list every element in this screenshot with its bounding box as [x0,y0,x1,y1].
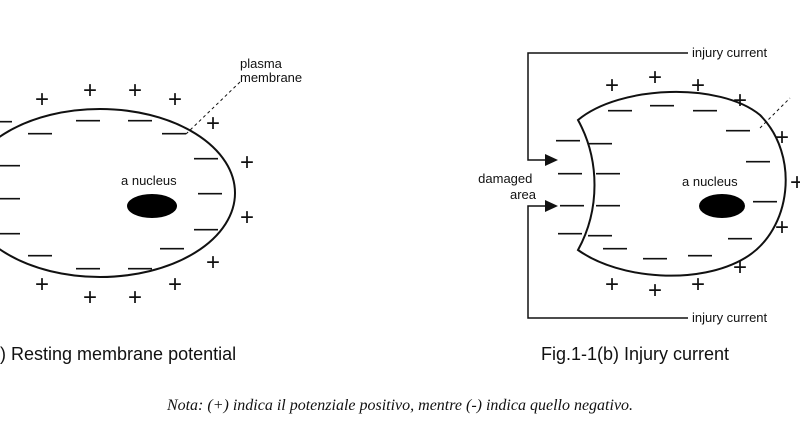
minus-sign: — [128,106,152,133]
minus-sign: — [160,234,184,261]
resting-caption: ) Resting membrane potential [0,344,236,364]
minus-sign: — [588,221,612,248]
plasma-membrane-label: plasma membrane [240,56,302,85]
minus-sign: — [0,107,12,134]
minus-sign: — [560,191,584,218]
plus-sign: + [168,86,182,113]
injury-cell-diagram: a nucleus injury current injury current … [478,45,800,364]
minus-sign: — [128,254,152,281]
minus-sign: — [0,219,20,246]
plus-sign: + [605,271,619,298]
plus-sign: + [35,86,49,113]
minus-sign: — [643,244,667,271]
injury-caption: Fig.1-1(b) Injury current [541,344,729,364]
minus-sign: — [28,119,52,146]
minus-sign: — [608,96,632,123]
minus-sign: — [0,184,20,211]
minus-sign: — [76,106,100,133]
plus-sign: + [128,77,142,104]
minus-sign: — [558,159,582,186]
plus-sign: + [240,204,254,231]
plus-sign: + [733,87,747,114]
minus-sign: — [596,159,620,186]
plus-sign: + [83,77,97,104]
minus-sign: — [753,187,777,214]
arrow-right-icon [545,200,558,212]
plus-sign: + [648,277,662,304]
minus-sign: — [0,151,20,178]
plus-sign: + [605,72,619,99]
footnote: Nota: (+) indica il potenziale positivo,… [0,397,800,415]
plus-sign: + [206,249,220,276]
resting-inner-charges: — — — — — — — — — — — — — — — [0,106,222,281]
injury-current-top-label: injury current [692,45,768,60]
injury-inner-charges: — — — — — — — — — — — — — — — — — — [556,91,777,271]
plus-sign: + [733,254,747,281]
plus-sign: + [206,110,220,137]
minus-sign: — [194,215,218,242]
plus-sign: + [775,214,789,241]
minus-sign: — [588,129,612,156]
resting-nucleus-label: a nucleus [121,173,177,188]
plus-sign: + [691,271,705,298]
injury-current-bottom-label: injury current [692,310,768,325]
minus-sign: — [556,126,580,153]
plus-sign: + [648,64,662,91]
plus-sign: + [168,271,182,298]
minus-sign: — [688,241,712,268]
minus-sign: — [693,96,717,123]
arrow-right-icon [545,154,558,166]
minus-sign: — [596,191,620,218]
plus-sign: + [775,124,789,151]
minus-sign: — [650,91,674,118]
minus-sign: — [162,119,186,146]
plus-sign: + [240,149,254,176]
plus-sign: + [691,72,705,99]
minus-sign: — [746,147,770,174]
minus-sign: — [194,144,218,171]
minus-sign: — [558,219,582,246]
resting-cell-diagram: a nucleus plasma membrane + + + + + + + … [0,56,302,364]
resting-nucleus [127,194,177,218]
injury-nucleus [699,194,745,218]
plus-sign: + [35,271,49,298]
plus-sign: + [790,169,800,196]
minus-sign: — [726,116,750,143]
minus-sign: — [198,179,222,206]
injury-nucleus-label: a nucleus [682,174,738,189]
minus-sign: — [76,254,100,281]
minus-sign: — [28,241,52,268]
plus-sign: + [83,284,97,311]
plus-sign: + [128,284,142,311]
damaged-area-label: damaged area [478,171,537,202]
minus-sign: — [728,224,752,251]
